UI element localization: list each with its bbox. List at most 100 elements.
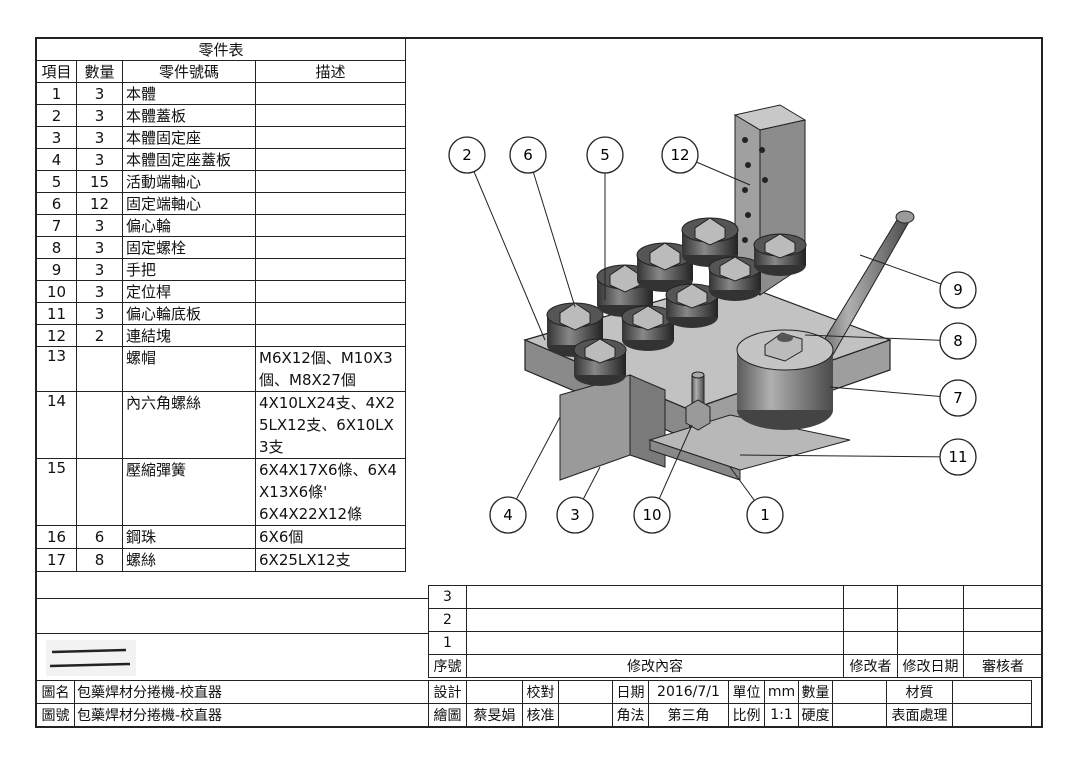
header-item: 項目 xyxy=(36,60,77,83)
part-item-number: 3 xyxy=(36,126,77,149)
balloon-number: 4 xyxy=(503,506,513,524)
part-description xyxy=(255,280,406,303)
revision-reviewer-cell xyxy=(963,608,1043,632)
part-description-line: 6X25LX12支 xyxy=(259,551,351,569)
balloon-12: 12 xyxy=(661,136,751,186)
part-quantity: 3 xyxy=(76,148,123,171)
part-name: 固定螺栓 xyxy=(122,236,256,259)
header-qty: 數量 xyxy=(76,60,123,83)
part-quantity: 3 xyxy=(76,82,123,105)
balloon-number: 9 xyxy=(953,281,963,299)
balloon-5: 5 xyxy=(586,136,624,300)
angle-label: 角法 xyxy=(612,703,649,727)
revision-no: 1 xyxy=(428,631,467,655)
eccentric-wheel xyxy=(736,329,834,430)
balloon-number: 8 xyxy=(953,332,963,350)
part-quantity: 3 xyxy=(76,302,123,325)
balloon-number: 3 xyxy=(570,506,580,524)
material-value xyxy=(952,680,1032,704)
part-item-number: 17 xyxy=(36,548,77,572)
revision-content-cell xyxy=(466,631,844,655)
unit-value: mm xyxy=(764,680,799,704)
part-item-number: 16 xyxy=(36,525,77,549)
designer-value xyxy=(466,680,523,704)
part-description xyxy=(255,214,406,237)
balloon-6: 6 xyxy=(509,136,576,308)
scale-value: 1:1 xyxy=(764,703,799,727)
divider xyxy=(36,598,428,599)
surface-treatment-label: 表面處理 xyxy=(886,703,953,727)
part-quantity: 6 xyxy=(76,525,123,549)
part-description-line: M6X12個、M10X3 xyxy=(259,349,393,367)
part-name: 本體固定座蓋板 xyxy=(122,148,256,171)
part-description xyxy=(255,236,406,259)
part-name: 定位桿 xyxy=(122,280,256,303)
part-item-number: 1 xyxy=(36,82,77,105)
part-description-line: 6X4X17X6條、6X4 xyxy=(259,461,397,479)
balloon-number: 6 xyxy=(523,146,533,164)
balloon-11: 11 xyxy=(739,438,977,476)
part-description-line: 個、M8X27個 xyxy=(259,371,356,389)
unit-label: 單位 xyxy=(728,680,765,704)
part-description xyxy=(255,82,406,105)
drawing-number-value: 包藥焊材分捲機-校直器 xyxy=(74,703,429,727)
quantity-label: 數量 xyxy=(798,680,833,704)
part-quantity: 2 xyxy=(76,324,123,347)
part-quantity: 3 xyxy=(76,236,123,259)
part-description-line: 4X10LX24支、4X2 xyxy=(259,394,395,412)
balloon-3: 3 xyxy=(556,466,601,534)
part-name: 偏心輪底板 xyxy=(122,302,256,325)
balloon-number: 2 xyxy=(462,146,472,164)
part-item-number: 9 xyxy=(36,258,77,281)
part-description xyxy=(255,302,406,325)
revision-date-cell xyxy=(897,608,964,632)
part-name: 本體 xyxy=(122,82,256,105)
revision-content-cell xyxy=(466,608,844,632)
revision-modifier-cell xyxy=(843,585,898,609)
part-item-number: 8 xyxy=(36,236,77,259)
hardness-label: 硬度 xyxy=(798,703,833,727)
check-label: 校對 xyxy=(522,680,559,704)
revision-header-modifier: 修改者 xyxy=(843,654,898,678)
approver-value xyxy=(558,703,613,727)
divider xyxy=(36,633,428,634)
part-name: 固定端軸心 xyxy=(122,192,256,215)
balloon-number: 11 xyxy=(948,448,967,466)
part-name: 本體固定座 xyxy=(122,126,256,149)
part-name: 內六角螺絲 xyxy=(122,391,256,459)
part-description-line: 3支 xyxy=(259,438,284,456)
part-description-line: 6X6個 xyxy=(259,528,304,546)
balloon-9: 9 xyxy=(859,254,977,309)
part-item-number: 4 xyxy=(36,148,77,171)
date-label: 日期 xyxy=(612,680,649,704)
revision-no: 2 xyxy=(428,608,467,632)
part-name: 手把 xyxy=(122,258,256,281)
revision-header-date: 修改日期 xyxy=(897,654,964,678)
revision-reviewer-cell xyxy=(963,585,1043,609)
part-quantity: 8 xyxy=(76,548,123,572)
part-description xyxy=(255,148,406,171)
parts-table-title: 零件表 xyxy=(36,38,406,61)
part-description: M6X12個、M10X3 個、M8X27個 xyxy=(255,346,406,392)
redacted-signature xyxy=(46,640,136,676)
balloon-number: 10 xyxy=(642,506,661,524)
revision-header-no: 序號 xyxy=(428,654,467,678)
balloon-7: 7 xyxy=(829,379,977,417)
balloon-number: 1 xyxy=(760,506,770,524)
part-description xyxy=(255,104,406,127)
part-item-number: 15 xyxy=(36,458,77,526)
part-description-line: 5LX12支、6X10LX xyxy=(259,416,394,434)
part-quantity xyxy=(76,346,123,392)
part-quantity xyxy=(76,391,123,459)
balloon-number: 7 xyxy=(953,389,963,407)
